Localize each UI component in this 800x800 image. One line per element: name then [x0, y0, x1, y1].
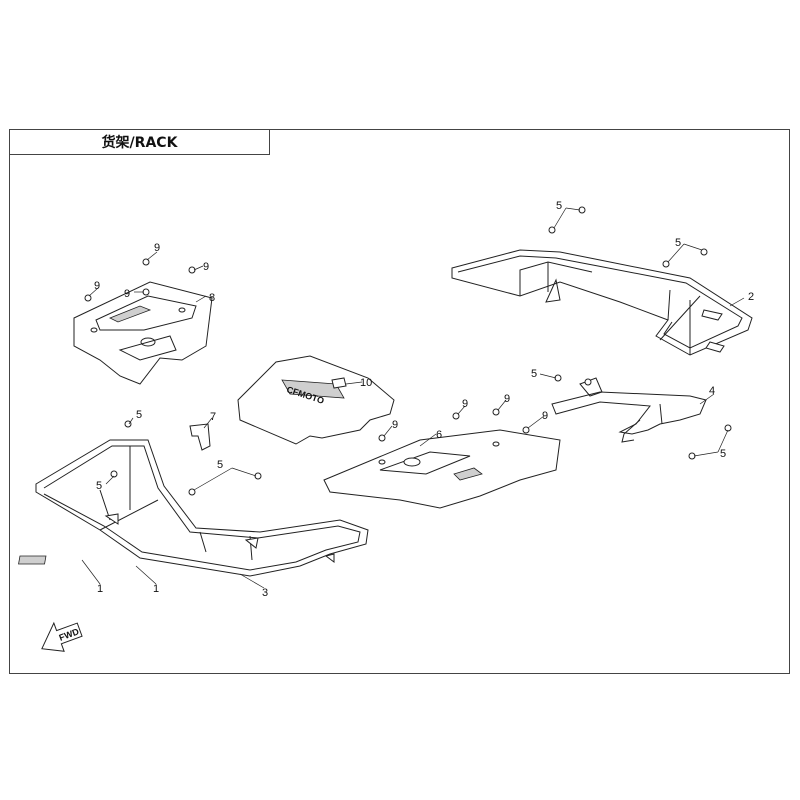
- screw: [124, 420, 132, 428]
- screw: [700, 248, 708, 256]
- cargo-plate: [323, 429, 561, 509]
- front-rack-frame: [35, 439, 369, 577]
- screw: [110, 470, 118, 478]
- callout-9: 9: [124, 288, 130, 300]
- screw: [548, 226, 556, 234]
- callout-1: 1: [153, 583, 159, 595]
- sticker-b: [18, 555, 47, 565]
- screw: [84, 294, 92, 302]
- screws: [84, 206, 732, 496]
- screw: [724, 424, 732, 432]
- callout-numbers: 9 9 9 9 8 10 7 9 9 9 9 6 5 5 2 5 4 5 5 5…: [94, 200, 754, 599]
- callout-10: 10: [360, 377, 372, 389]
- callout-5: 5: [531, 368, 537, 380]
- diagram-title: 货架/RACK: [9, 129, 270, 155]
- leader-lines: [81, 207, 745, 589]
- callout-5: 5: [720, 448, 726, 460]
- callout-5: 5: [556, 200, 562, 212]
- clip: [189, 423, 211, 451]
- mounting-bracket: [551, 377, 707, 443]
- callout-5: 5: [217, 459, 223, 471]
- callout-5: 5: [675, 237, 681, 249]
- callout-2: 2: [748, 291, 754, 303]
- screw: [522, 426, 530, 434]
- screw: [452, 412, 460, 420]
- callout-7: 7: [210, 411, 216, 423]
- center-cover: CFMOTO: [237, 355, 395, 445]
- screw: [662, 260, 670, 268]
- callout-6: 6: [436, 429, 442, 441]
- screw: [142, 258, 150, 266]
- callout-8: 8: [209, 292, 215, 304]
- screw: [492, 408, 500, 416]
- callout-3: 3: [262, 587, 268, 599]
- callout-5: 5: [96, 480, 102, 492]
- callout-9: 9: [154, 242, 160, 254]
- callout-9: 9: [203, 261, 209, 273]
- callout-4: 4: [709, 385, 715, 397]
- callout-9: 9: [462, 398, 468, 410]
- callout-9: 9: [542, 410, 548, 422]
- callout-9: 9: [392, 419, 398, 431]
- callout-9: 9: [504, 393, 510, 405]
- fwd-arrow: FWD: [41, 621, 83, 652]
- diagram-frame: [9, 129, 790, 674]
- callout-9: 9: [94, 280, 100, 292]
- callout-5: 5: [136, 409, 142, 421]
- screw: [188, 266, 196, 274]
- rear-rack-frame: [451, 249, 753, 356]
- screw: [188, 488, 196, 496]
- screw: [378, 434, 386, 442]
- cover-panel: [73, 281, 213, 385]
- callout-1: 1: [97, 583, 103, 595]
